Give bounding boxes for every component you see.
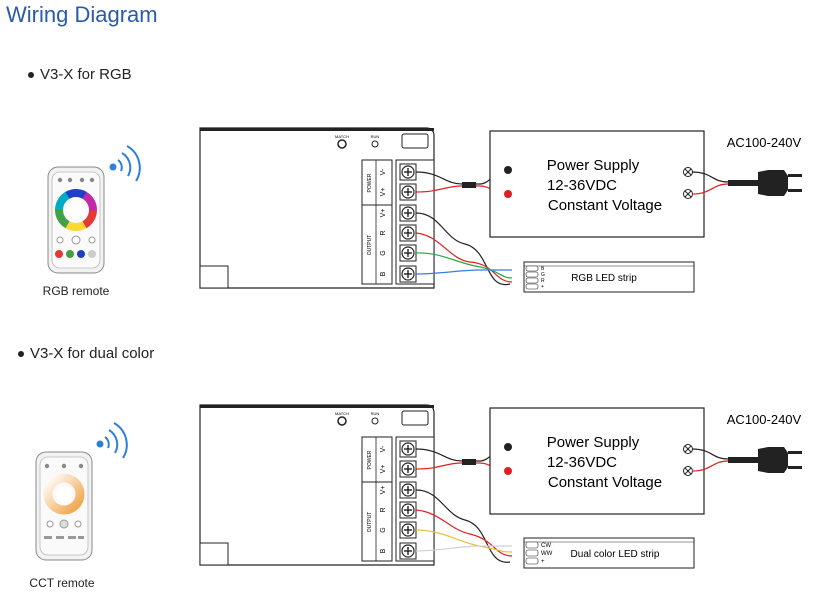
bullet-dot <box>18 351 24 358</box>
power-supply-line2: 12-36VDC <box>547 454 617 471</box>
strip-pin-label: B <box>541 266 545 272</box>
power-group-label: POWER <box>367 173 373 192</box>
dual-led-strip: CW WW + Dual color LED strip <box>523 537 695 569</box>
section-heading-dual: V3-X for dual color <box>18 345 154 362</box>
dual-output-wires <box>415 489 513 563</box>
section-heading-rgb: V3-X for RGB <box>28 66 132 83</box>
strip-pin-label: + <box>541 284 544 290</box>
rgb-strip-label: RGB LED strip <box>571 273 637 284</box>
match-button[interactable] <box>337 416 347 426</box>
wireless-signal-icon <box>96 422 128 459</box>
output-group-label: OUTPUT <box>367 512 373 533</box>
color-wheel-icon <box>55 189 97 231</box>
bullet-dot <box>28 72 34 79</box>
terminal-label: R <box>380 507 387 512</box>
section-heading-dual-text: V3-X for dual color <box>30 345 155 362</box>
strip-pin-label: R <box>541 278 545 284</box>
wireless-signal-icon <box>109 145 141 182</box>
ac-terminal-icon <box>683 167 693 199</box>
strip-pin-label: G <box>541 272 545 278</box>
dc-positive-terminal <box>504 467 512 475</box>
terminal-label: B <box>380 271 387 276</box>
dual-ac-label: AC100-240V <box>727 412 802 427</box>
dc-negative-terminal <box>504 443 512 451</box>
match-label: MATCH <box>335 411 349 416</box>
rgb-controller: MATCH RUN POWER OUTPUT V- V+ V+ R G B <box>199 127 435 289</box>
dc-positive-terminal <box>504 190 512 198</box>
rgb-led-strip: B G R + RGB LED strip <box>523 261 695 293</box>
rgb-remote-label: RGB remote <box>43 284 110 298</box>
match-button[interactable] <box>337 139 347 149</box>
power-supply-line2: 12-36VDC <box>547 177 617 194</box>
terminal-label: B <box>380 548 387 553</box>
power-supply-line1: Power Supply <box>547 157 640 174</box>
rgb-power-supply: Power Supply 12-36VDC Constant Voltage <box>489 130 705 238</box>
cct-remote-label: CCT remote <box>29 576 94 590</box>
dual-section: CCT remote MATCH RUN POWER OUTPUT V- V+ … <box>29 404 802 590</box>
terminal-label: V+ <box>380 465 387 474</box>
terminal-label: G <box>380 250 387 255</box>
match-label: MATCH <box>335 134 349 139</box>
dual-ac-cord <box>691 447 802 473</box>
rgb-remote <box>47 166 105 274</box>
section-heading-rgb-text: V3-X for RGB <box>40 66 132 83</box>
rgb-ac-label: AC100-240V <box>727 135 802 150</box>
rgb-ac-cord <box>691 170 802 196</box>
ac-plug-icon <box>758 170 802 196</box>
rgb-section: RGB remote MATCH RUN POWER OUTPUT V- V+ … <box>43 127 802 298</box>
output-group-label: OUTPUT <box>367 235 373 256</box>
terminal-label: V+ <box>380 486 387 495</box>
dc-negative-terminal <box>504 166 512 174</box>
dual-power-supply: Power Supply 12-36VDC Constant Voltage <box>489 407 705 515</box>
dual-controller: MATCH RUN POWER OUTPUT V- V+ V+ R G B <box>199 404 435 566</box>
strip-pin-label: WW <box>541 551 553 557</box>
power-group-label: POWER <box>367 450 373 469</box>
power-supply-line1: Power Supply <box>547 434 640 451</box>
run-label: RUN <box>371 134 380 139</box>
ac-plug-icon <box>758 447 802 473</box>
terminal-label: V- <box>380 168 387 175</box>
terminal-label: G <box>380 527 387 532</box>
terminal-label: V- <box>380 445 387 452</box>
page-title: Wiring Diagram <box>6 2 158 27</box>
terminal-label: V+ <box>380 188 387 197</box>
cct-wheel-icon <box>43 473 85 515</box>
rgb-output-wires <box>415 212 513 286</box>
power-supply-line3: Constant Voltage <box>548 197 662 214</box>
cct-remote <box>35 451 93 561</box>
run-label: RUN <box>371 411 380 416</box>
power-supply-line3: Constant Voltage <box>548 474 662 491</box>
strip-pin-label: CW <box>541 543 551 549</box>
terminal-label: R <box>380 230 387 235</box>
terminal-label: V+ <box>380 209 387 218</box>
strip-pin-label: + <box>541 559 545 565</box>
dual-strip-label: Dual color LED strip <box>571 549 660 560</box>
